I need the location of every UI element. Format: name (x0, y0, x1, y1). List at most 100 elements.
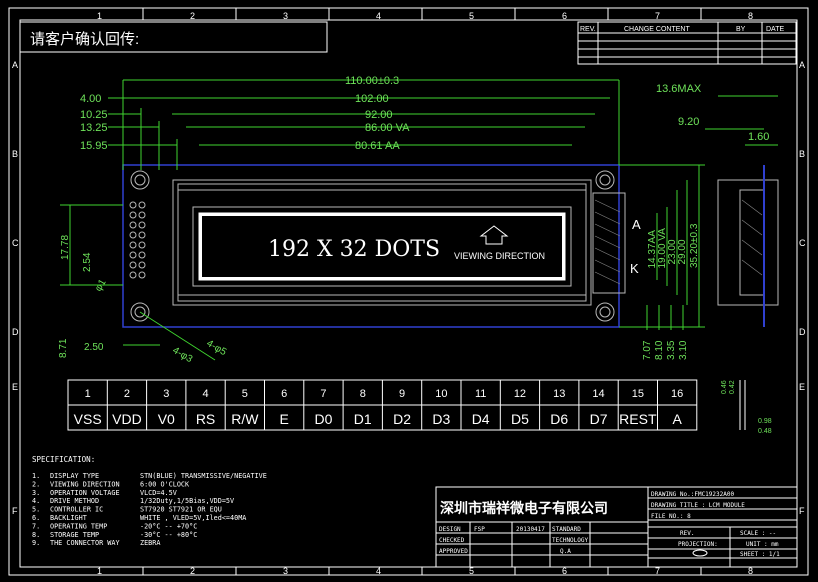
pin-number: 14 (592, 388, 604, 400)
qa-label: Q.A (560, 548, 571, 555)
zone-row-right: D (799, 327, 806, 337)
pin-name: D1 (354, 411, 372, 427)
pin-table: 1VSS2VDD3V04RS5R/W6E7D08D19D210D311D412D… (67, 379, 698, 431)
title-block: 深圳市瑞祥微电子有限公司 DRAWING No.:FMC19232A00 DRA… (435, 486, 798, 568)
inner-frame (19, 19, 798, 568)
viewing-direction-label: VIEWING DIRECTION (454, 251, 545, 261)
revision-table: REV. CHANGE CONTENT BY DATE (577, 21, 797, 65)
pin-number: 10 (435, 388, 447, 400)
drawing-no: DRAWING No.:FMC19232A00 (651, 491, 734, 498)
pin-number: 3 (163, 388, 169, 400)
date-header: DATE (766, 26, 784, 33)
dim-right-bottom: 7.07 (642, 340, 653, 360)
pin-detail: 0.46 0.42 0.98 0.48 (721, 380, 772, 435)
approved-label: APPROVED (439, 548, 468, 555)
dim-top: 92.00 (365, 109, 393, 121)
spec-label: VIEWING DIRECTION (50, 480, 120, 488)
zone-row-left: C (12, 238, 19, 248)
zone-row-left: D (12, 327, 19, 337)
connector-pins (129, 201, 146, 279)
mounting-holes (130, 170, 615, 322)
reply-box (19, 21, 328, 53)
spec-value: ST7920 ST7921 OR EQU (140, 506, 222, 514)
dim-13-6max: 13.6MAX (656, 83, 702, 95)
rev-header: REV. (580, 26, 596, 33)
pin-number: 1 (85, 388, 91, 400)
zone-row-left: B (12, 149, 18, 159)
zone-row-right: E (799, 382, 805, 392)
projection-label: PROJECTION: (678, 541, 718, 548)
pin-name: E (279, 411, 288, 427)
dim-0-46: 0.46 (721, 380, 728, 394)
connector-pin (129, 231, 137, 239)
spec-label: STORAGE TEMP (50, 531, 99, 539)
spec-num: 9. (32, 539, 40, 547)
spec-value: -20°C -- +70°C (140, 522, 197, 530)
connector-pin (138, 221, 146, 229)
viewing-area (192, 206, 572, 287)
dim-top-left: 13.25 (80, 122, 108, 134)
pin-number: 7 (320, 388, 326, 400)
dim-right-bottom: 3.10 (678, 340, 689, 360)
connector-pin (129, 261, 137, 269)
display-text: 192 X 32 DOTS (268, 237, 440, 262)
dim-2-54: 2.54 (82, 252, 93, 272)
dim-0-42: 0.42 (729, 380, 736, 394)
dim-2-50: 2.50 (84, 342, 104, 353)
spec-value: -30°C -- +80°C (140, 531, 197, 539)
pin-name: D3 (432, 411, 450, 427)
pin-name: RS (196, 411, 215, 427)
spec-value: 6:00 O'CLOCK (140, 480, 190, 488)
cathode-label: K (630, 261, 639, 276)
pin-name: REST (619, 411, 657, 427)
projection-symbol-icon (692, 549, 708, 557)
zone-col-bottom: 5 (469, 566, 474, 576)
pin-name: VDD (112, 411, 142, 427)
connector-pin (129, 221, 137, 229)
zone-col-bottom: 6 (562, 566, 567, 576)
spec-label: DISPLAY TYPE (50, 472, 99, 480)
zone-row-right: A (799, 60, 805, 70)
spec-num: 6. (32, 514, 40, 522)
pin-number: 16 (671, 388, 683, 400)
spec-num: 4. (32, 497, 40, 505)
dim-right: 19.00 VA (657, 228, 668, 269)
zone-row-right: C (799, 238, 806, 248)
zone-row-left: F (12, 506, 18, 516)
designer: FSP (474, 526, 485, 533)
outer-frame (8, 7, 809, 576)
connector-pin (129, 251, 137, 259)
spec-num: 8. (32, 531, 40, 539)
zone-col-bottom: 1 (97, 566, 102, 576)
standard-label: STANDARD (552, 526, 581, 533)
pin-name: VSS (74, 411, 102, 427)
dim-top-left: 10.25 (80, 109, 108, 121)
spec-value: WHITE , VLED=5V,Iled<=40MA (140, 514, 246, 522)
pin-name: D2 (393, 411, 411, 427)
dim-right: 35.20±0.3 (689, 223, 700, 268)
spec-label: THE CONNECTOR WAY (50, 539, 120, 547)
dim-right-bottom: 3.35 (666, 340, 677, 360)
spec-value: 1/32Duty,1/5Bias,VDD=5V (140, 497, 234, 505)
backlight-block (592, 192, 626, 294)
spec-title: SPECIFICATION: (32, 455, 95, 464)
zone-col-top: 6 (562, 11, 567, 21)
unit-label: UNIT : mm (746, 541, 779, 548)
pin-name: D5 (511, 411, 529, 427)
pin-number: 6 (281, 388, 287, 400)
pin-name: D7 (590, 411, 608, 427)
pin-name: R/W (231, 411, 259, 427)
connector-pin (138, 231, 146, 239)
pin-name: D0 (314, 411, 332, 427)
pin-name: A (672, 411, 682, 427)
spec-label: CONTROLLER IC (50, 506, 103, 514)
zone-col-top: 7 (655, 11, 660, 21)
spec-num: 7. (32, 522, 40, 530)
connector-pin (129, 241, 137, 249)
spec-label: BACKLIGHT (50, 514, 87, 522)
